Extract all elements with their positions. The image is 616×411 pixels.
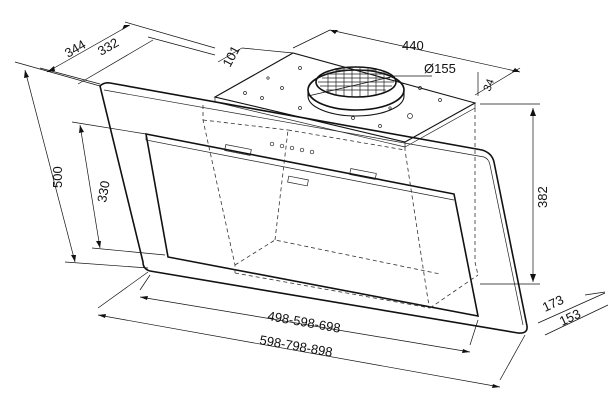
front-glass-panel <box>99 82 528 334</box>
dim-rear-height: 382 <box>535 186 550 208</box>
dim-top-depth: 332 <box>95 35 121 59</box>
dim-outer-width: 598-798-898 <box>258 332 333 360</box>
dim-inner-width: 498-598-698 <box>266 308 341 336</box>
dim-front-height: 330 <box>94 180 113 204</box>
dim-outlet-height: 34 <box>482 77 497 93</box>
hidden-structure <box>202 105 479 309</box>
dimension-lines <box>14 21 609 388</box>
dim-outlet-diameter: Ø155 <box>424 61 456 76</box>
dim-chimney-offset: 101 <box>219 43 242 69</box>
dim-bottom-offset-a: 173 <box>540 292 566 315</box>
dim-top-width: 440 <box>402 38 424 53</box>
top-mounting-plate <box>213 52 477 148</box>
inner-body <box>145 132 480 318</box>
dim-overall-depth: 344 <box>62 37 88 61</box>
dimension-arrows <box>24 25 536 388</box>
air-outlet <box>307 66 405 117</box>
dim-bottom-offset-b: 153 <box>557 306 583 329</box>
dim-total-height: 500 <box>50 166 65 188</box>
